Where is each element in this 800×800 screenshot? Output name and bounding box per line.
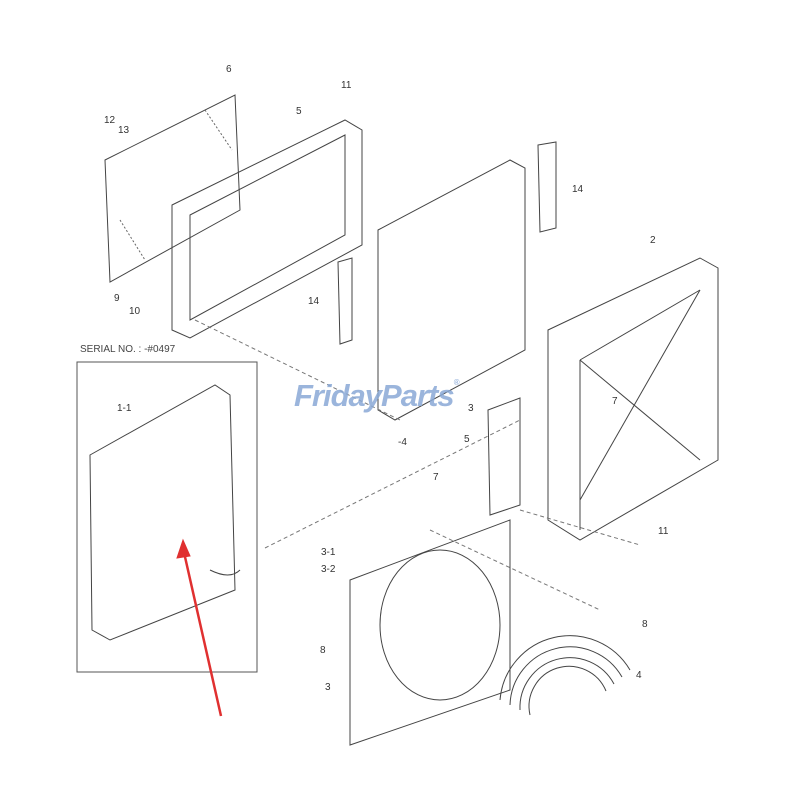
red-arrow [181,547,223,717]
callout: 7 [433,472,439,483]
callout: 2 [650,235,656,246]
callout: 5 [296,106,302,117]
callout: 8 [642,619,648,630]
callout: 11 [658,526,669,537]
callout: 9 [114,293,120,304]
callout: 11 [341,80,352,91]
callout: 8 [320,645,326,656]
callout: 5 [464,434,470,445]
callout: 14 [572,184,584,195]
callout: 7 [612,396,618,407]
callout: 4 [636,670,642,681]
watermark-logo: FridayParts® [294,378,459,413]
callout: -4 [398,437,407,448]
callout: 14 [308,296,320,307]
fan-shroud [349,519,511,746]
callout: 1-1 [117,403,132,414]
screen-panel [104,94,241,283]
support-frame [547,257,719,541]
serial-note: SERIAL NO. : -#0497 [80,344,176,355]
seal-strip [537,141,557,233]
fan-guard [499,635,631,716]
callout: 13 [118,125,130,136]
serial-inset-box [76,361,258,673]
callout: 3-2 [321,564,336,575]
radiator-variant [89,384,236,641]
baffle-plate [487,397,521,516]
oil-cooler-frame [171,119,363,339]
callout: 3 [325,682,331,693]
radiator [377,159,526,421]
callout: 10 [129,306,141,317]
callout: 6 [226,64,232,75]
callout: 3-1 [321,547,336,558]
callout: 12 [104,115,116,126]
seal-strip [337,257,353,345]
callout: 3 [468,403,474,414]
